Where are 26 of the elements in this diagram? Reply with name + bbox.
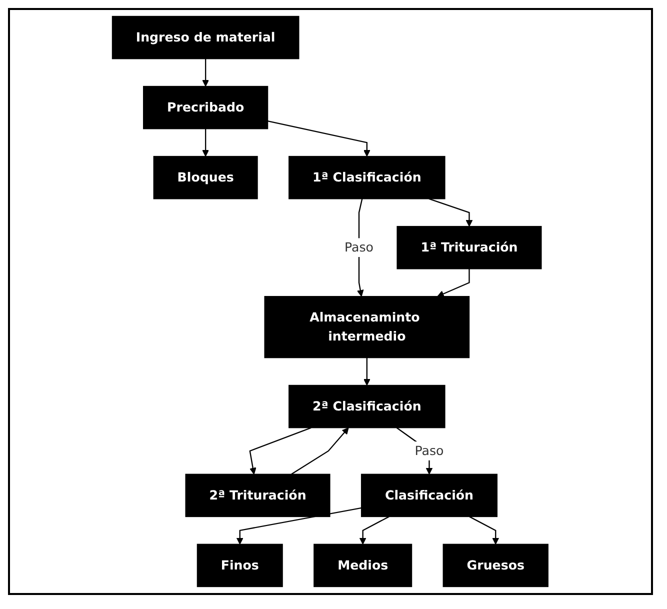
arrow bbox=[364, 358, 371, 386]
node-box bbox=[288, 384, 446, 428]
arrow bbox=[429, 198, 473, 227]
node-box bbox=[143, 86, 268, 130]
node-box bbox=[397, 226, 542, 270]
arrow bbox=[202, 128, 210, 157]
arrow bbox=[268, 120, 371, 157]
node-box bbox=[264, 296, 470, 358]
node-box bbox=[314, 544, 412, 588]
node-box bbox=[154, 156, 258, 200]
edge-label: Paso bbox=[344, 240, 374, 255]
arrow bbox=[292, 427, 350, 475]
diagram-frame: Paso Paso Ingreso de material Precribado Bloques 1ª Clasificación 1ª Trituración Almacenaminto intermedio 2ª Clasificación 2ª Trituración Clasificación Finos Medios Gruesos bbox=[8, 8, 653, 595]
node-box bbox=[361, 474, 498, 518]
node-box bbox=[288, 156, 446, 200]
arrow bbox=[236, 507, 362, 545]
node-box bbox=[197, 544, 284, 588]
arrow bbox=[438, 268, 470, 298]
node-box bbox=[112, 16, 300, 60]
arrow bbox=[250, 427, 312, 474]
node-box bbox=[186, 474, 331, 518]
arrow bbox=[202, 58, 210, 87]
node-box bbox=[443, 544, 549, 588]
arrow bbox=[470, 516, 500, 545]
arrow bbox=[360, 516, 390, 545]
edge-label: Paso bbox=[415, 443, 444, 458]
